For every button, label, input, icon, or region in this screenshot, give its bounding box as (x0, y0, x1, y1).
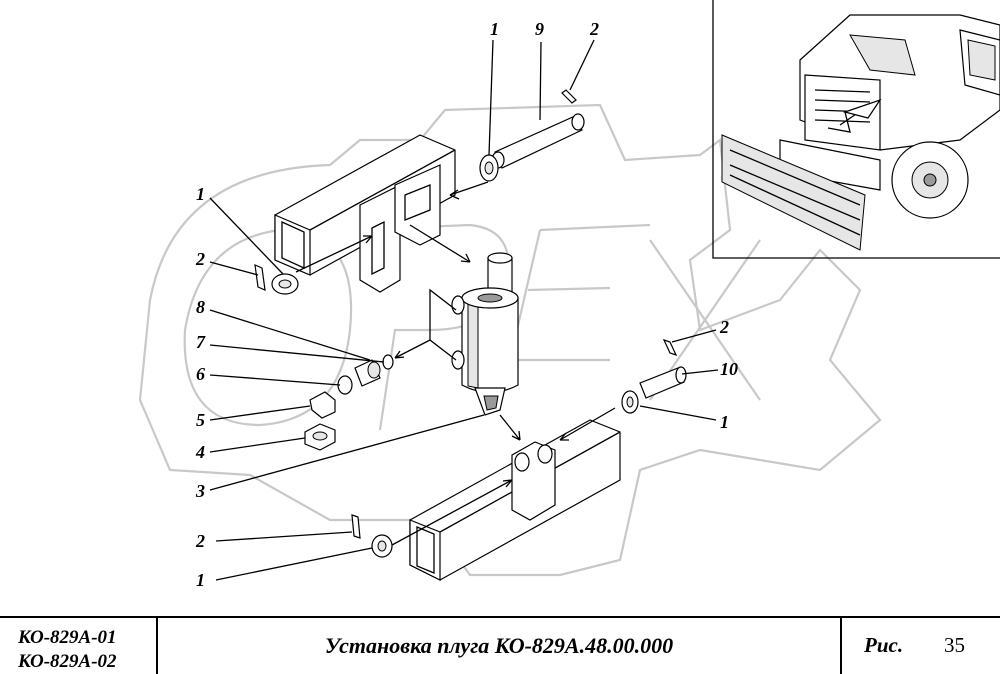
callout-2-top: 2 (589, 19, 599, 39)
leader-lines (209, 39, 719, 581)
callout-7: 7 (196, 332, 206, 352)
model-number-1: КО-829А-01 (18, 627, 117, 648)
callout-1-bottom: 1 (196, 570, 205, 590)
washer-6 (337, 375, 353, 395)
lower-bracket (511, 441, 556, 521)
nut-4 (304, 423, 336, 451)
cotter-pin-left (254, 264, 266, 291)
callout-5: 5 (196, 410, 205, 430)
figure-label: Рис. (864, 633, 904, 657)
callout-4: 4 (195, 442, 205, 462)
title-block: КО-829А-01 КО-829А-02 Установка плуга КО… (0, 616, 1000, 674)
assembly-arrows (295, 181, 616, 546)
callout-2-left: 2 (195, 249, 205, 269)
callout-1-right: 1 (720, 412, 729, 432)
pin-10 (639, 366, 687, 399)
hydraulic-cylinder (451, 252, 519, 416)
figure-number: 35 (944, 633, 965, 657)
elbow-5 (309, 391, 336, 419)
cotter-pin-bottom (351, 514, 361, 539)
upper-bracket (359, 164, 441, 293)
fitting-8 (354, 359, 381, 387)
drawing-title: Установка плуга КО-829А.48.00.000 (158, 618, 842, 674)
callout-1-top: 1 (490, 19, 499, 39)
callout-1-left: 1 (196, 184, 205, 204)
figure-reference: Рис. 35 (842, 618, 1000, 674)
washer-top (479, 154, 499, 182)
washer-left (271, 273, 299, 295)
truck-inset (712, 0, 1000, 259)
callout-10: 10 (720, 359, 738, 379)
model-numbers: КО-829А-01 КО-829А-02 (0, 618, 158, 674)
washer-right (621, 390, 639, 414)
callout-2-right: 2 (719, 317, 729, 337)
callout-8: 8 (196, 297, 205, 317)
cotter-pin-right (662, 338, 678, 357)
callout-9: 9 (535, 19, 544, 39)
pin-9 (491, 113, 585, 169)
callout-2-bottom: 2 (195, 531, 205, 551)
model-number-2: КО-829А-02 (18, 651, 117, 672)
washer-bottom (371, 534, 393, 558)
callout-3: 3 (195, 481, 205, 501)
cotter-pin-top (561, 89, 577, 104)
o-ring-7 (382, 354, 394, 370)
callout-6: 6 (196, 364, 205, 384)
